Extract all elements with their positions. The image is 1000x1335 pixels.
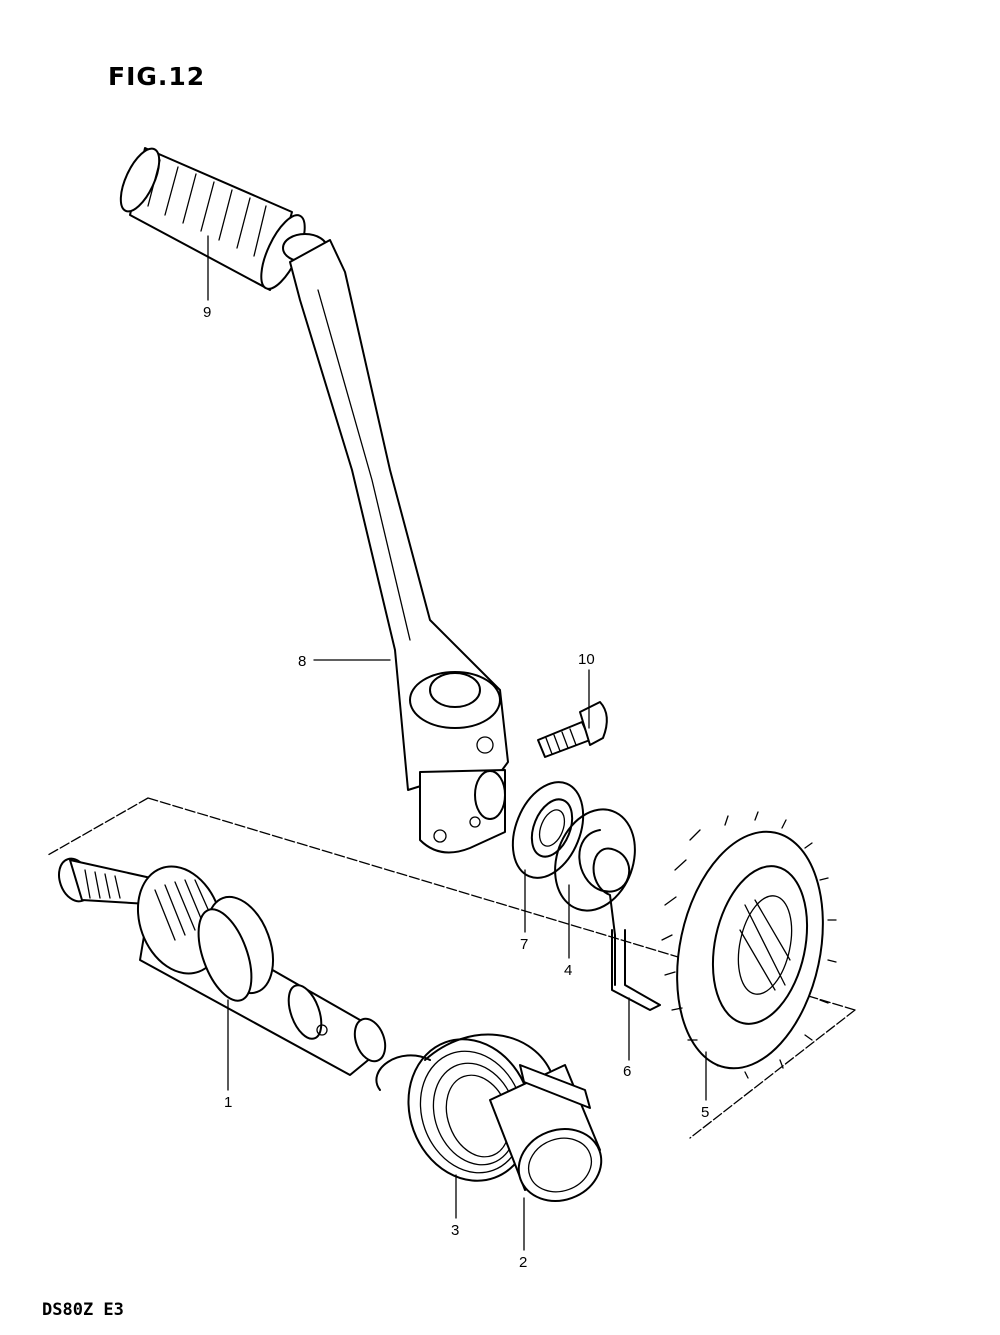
figure-title: FIG.12 — [108, 62, 206, 91]
callout-4: 4 — [564, 962, 572, 979]
callout-6: 6 — [623, 1063, 631, 1080]
lever-rubber-drawing — [119, 147, 328, 291]
callout-10: 10 — [578, 651, 595, 668]
callout-leaders — [207, 235, 707, 1251]
idle-gear-drawing — [661, 811, 837, 1079]
callout-8: 8 — [298, 653, 306, 670]
kick-lever-drawing — [289, 239, 509, 854]
callout-7: 7 — [520, 936, 528, 953]
callout-2: 2 — [519, 1254, 527, 1271]
callout-5: 5 — [701, 1104, 709, 1121]
callout-3: 3 — [451, 1222, 459, 1239]
spring-guide-drawing — [489, 1064, 603, 1202]
callout-9: 9 — [203, 304, 211, 321]
spring-drawing — [554, 808, 636, 986]
spring-stopper-drawing — [611, 929, 661, 1011]
kick-shaft-drawing — [58, 857, 387, 1076]
bolt-drawing — [537, 701, 608, 758]
model-code: DS80Z E3 — [42, 1300, 124, 1320]
callout-1: 1 — [224, 1094, 232, 1111]
